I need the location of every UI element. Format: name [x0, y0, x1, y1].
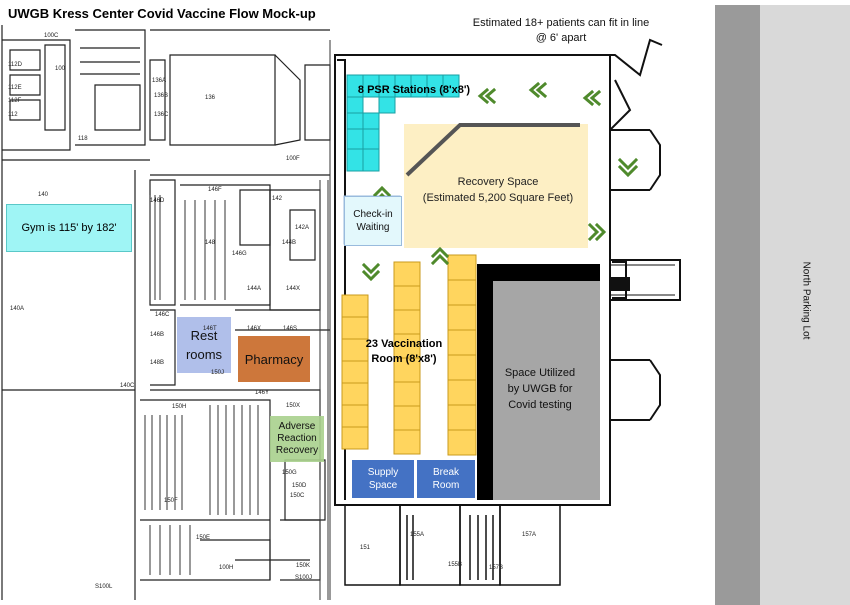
room-number: 146D	[150, 198, 165, 204]
room-number: 150K	[296, 563, 311, 569]
room-number: 146X	[247, 326, 262, 332]
room-number: 140A	[10, 306, 25, 312]
room-number: 150E	[196, 535, 211, 541]
diagram-title: UWGB Kress Center Covid Vaccine Flow Moc…	[8, 6, 316, 21]
room-number: 150X	[286, 403, 301, 409]
room-number: 151	[360, 545, 371, 551]
room-number: 150F	[164, 498, 178, 504]
uwgb-area	[493, 281, 600, 500]
room-number: 146B	[150, 332, 165, 338]
room-number: 146C	[155, 312, 170, 318]
recovery-divider	[405, 123, 580, 177]
room-number: 100	[55, 66, 66, 72]
room-number: 100H	[219, 565, 234, 571]
supply-label: Supply Space	[367, 467, 399, 491]
room-number: 146T	[203, 326, 217, 332]
parking-lot-label: North Parking Lot	[776, 240, 836, 360]
break-label: Break Room	[432, 467, 460, 491]
room-number: 136	[205, 95, 216, 101]
adverse-label: Adverse Reaction Recovery	[275, 421, 319, 456]
room-number: S100J	[295, 575, 313, 581]
room-number: 100F	[286, 156, 300, 162]
room-number: 148	[205, 240, 216, 246]
room-number: 144A	[247, 286, 262, 292]
dark-stair	[610, 277, 630, 291]
room-number: 112D	[8, 62, 22, 68]
room-number: 150G	[282, 470, 297, 476]
room-number: 142A	[295, 225, 310, 231]
break-area	[417, 460, 475, 498]
room-number: 150H	[172, 404, 187, 410]
room-number: 118	[78, 136, 88, 142]
restroom-area	[177, 317, 231, 373]
room-number: 157A	[522, 532, 537, 538]
room-number: 136C	[154, 112, 169, 118]
room-number: 140	[38, 192, 49, 198]
room-number: 157B	[489, 565, 504, 571]
room-number: 142	[272, 196, 283, 202]
vaccination-rooms	[341, 254, 477, 456]
room-number: 155B	[448, 562, 463, 568]
recovery-area	[404, 124, 588, 248]
room-number: 144X	[286, 286, 301, 292]
parking-lot-inner	[760, 5, 850, 605]
room-number: S100L	[95, 584, 113, 590]
checkin-label: Check-in Waiting	[344, 196, 402, 246]
room-number: 144B	[282, 240, 297, 246]
room-number: 112	[8, 112, 18, 118]
room-number: 136B	[154, 93, 169, 99]
recovery-label: Recovery Space (Estimated 5,200 Square F…	[422, 176, 574, 204]
psr-label: 8 PSR Stations (8'x8')	[357, 84, 471, 96]
vaccination-label: 23 Vaccination Room (8'x8')	[365, 338, 443, 365]
locker-rows	[144, 195, 259, 575]
room-number: 136A	[152, 78, 167, 84]
room-number: 148B	[150, 360, 165, 366]
adverse-area	[270, 416, 324, 462]
gym-label: Gym is 115' by 182'	[6, 204, 132, 252]
room-number: 150C	[290, 493, 305, 499]
room-number: 146F	[208, 187, 222, 193]
pharmacy-label: Pharmacy	[244, 351, 304, 367]
room-number: 112F	[8, 98, 22, 104]
uwgb-space-label: Space Utilized by UWGB for Covid testing	[504, 367, 576, 411]
room-number: 140C	[120, 383, 135, 389]
room-number: 150D	[292, 483, 307, 489]
parking-lot-text: North Parking Lot	[800, 261, 812, 339]
room-number: 146G	[232, 251, 247, 257]
supply-area	[352, 460, 414, 498]
room-number: 155A	[410, 532, 425, 538]
room-number: 112E	[8, 85, 22, 91]
room-number: 146S	[283, 326, 298, 332]
pharmacy-area	[238, 336, 310, 382]
lower-rooms	[344, 504, 561, 586]
restrooms-label: Rest rooms	[185, 328, 223, 362]
room-number: 146Y	[255, 390, 270, 396]
corridor-lines	[319, 40, 331, 600]
room-number: 100C	[44, 33, 59, 39]
psr-stations	[346, 74, 460, 172]
room-number: 150J	[211, 370, 225, 376]
left-wing-walls	[1, 25, 331, 600]
capacity-note: Estimated 18+ patients can fit in line @…	[472, 17, 650, 44]
flow-arrows	[361, 81, 639, 282]
